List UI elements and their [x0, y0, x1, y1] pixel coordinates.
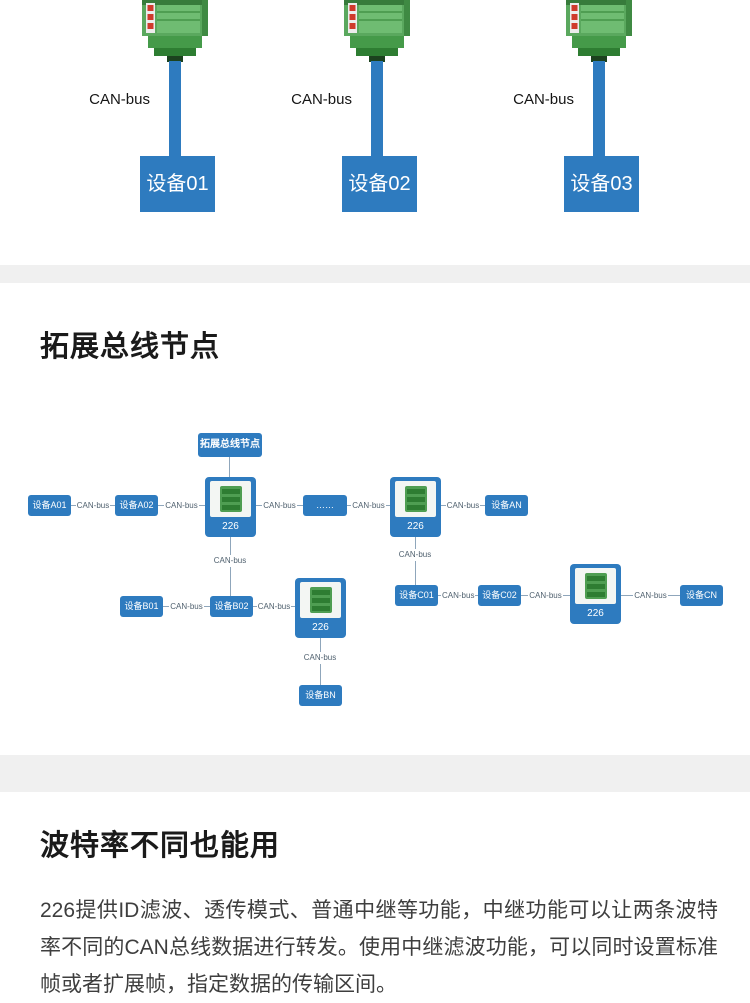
device-box: 设备01: [140, 156, 215, 212]
terminal-block-icon: [584, 573, 607, 599]
device-group-1: CAN-bus 设备01: [89, 0, 220, 212]
device-node: 设备A01: [28, 495, 71, 516]
baudrate-section: 波特率不同也能用 226提供ID滤波、透传模式、普通中继等功能，中继功能可以让两…: [0, 792, 750, 1000]
canbus-link-label: CAN-bus: [263, 500, 296, 510]
can-module-image: [566, 0, 632, 62]
canbus-link-label: CAN-bus: [352, 500, 385, 510]
section-divider: [0, 755, 750, 792]
device-node: 设备C01: [395, 585, 438, 606]
canbus-link-label: CAN-bus: [170, 601, 203, 611]
device-node: 设备A02: [115, 495, 158, 516]
device-box: 设备02: [342, 156, 417, 212]
canbus-label: CAN-bus: [513, 91, 574, 108]
can-module-image: [344, 0, 410, 62]
top-connection-section: CAN-bus 设备01 CAN-bus 设备02: [0, 0, 750, 265]
section-divider: [0, 265, 750, 283]
link-line: [521, 594, 529, 596]
module-label: 226: [407, 521, 424, 532]
canbus-label: CAN-bus: [89, 91, 150, 108]
canbus-link-label: CAN-bus: [442, 590, 475, 600]
device-box: 设备03: [564, 156, 639, 212]
section-paragraph: 226提供ID滤波、透传模式、普通中继等功能，中继功能可以让两条波特率不同的CA…: [40, 899, 718, 996]
bus-line: [229, 457, 230, 477]
canbus-link-label: CAN-bus: [393, 549, 437, 561]
link-line: [667, 594, 681, 596]
bus-line: [371, 61, 383, 156]
canbus-link: CAN-bus: [71, 499, 116, 511]
link-line: [621, 594, 634, 596]
link-line: [253, 605, 257, 607]
terminal-block-icon: [219, 486, 242, 512]
module-label: 226: [222, 521, 239, 532]
can-module-226-node: 226: [295, 578, 346, 638]
device-node: 设备AN: [485, 495, 528, 516]
device-group-2: CAN-bus 设备02: [291, 0, 422, 212]
link-line: [347, 504, 352, 506]
diagram-root-node: 拓展总线节点: [198, 433, 262, 457]
module-photo: [300, 582, 341, 618]
link-line: [291, 605, 296, 607]
link-line: [385, 504, 391, 506]
bus-line: [169, 61, 181, 156]
link-line: [198, 504, 206, 506]
terminal-block-icon: [404, 486, 427, 512]
canbus-link-label: CAN-bus: [76, 500, 110, 510]
device-node: 设备B02: [210, 596, 253, 617]
canbus-link-label: CAN-bus: [529, 590, 562, 600]
canbus-link-label: CAN-bus: [165, 500, 198, 510]
module-label: 226: [312, 622, 329, 633]
section-title: 波特率不同也能用: [40, 830, 281, 862]
link-line: [256, 504, 263, 506]
canbus-link: CAN-bus: [347, 499, 391, 511]
expand-bus-section: 拓展总线节点 拓展总线节点 226: [0, 283, 750, 755]
can-module-image: [142, 0, 208, 62]
link-line: [110, 504, 116, 506]
can-module-226-node: 226: [205, 477, 256, 537]
module-photo: [210, 481, 251, 517]
device-node: 设备CN: [680, 585, 723, 606]
device-node: 设备C02: [478, 585, 521, 606]
bus-line: [415, 537, 416, 585]
link-line: [475, 594, 479, 596]
module-label: 226: [587, 608, 604, 619]
link-line: [158, 504, 165, 506]
canbus-link: CAN-bus: [438, 589, 479, 601]
canbus-link-label: CAN-bus: [208, 555, 252, 567]
link-line: [296, 504, 304, 506]
canbus-label: CAN-bus: [291, 91, 352, 108]
canbus-link-label: CAN-bus: [446, 500, 480, 510]
link-line: [71, 504, 76, 506]
canbus-link: CAN-bus: [621, 589, 681, 601]
can-module-226-node: 226: [390, 477, 441, 537]
canbus-link: CAN-bus: [253, 600, 296, 612]
can-module-226-node: 226: [570, 564, 621, 624]
canbus-link-label: CAN-bus: [634, 590, 667, 600]
link-line: [441, 504, 446, 506]
link-line: [562, 594, 571, 596]
canbus-link: CAN-bus: [521, 589, 571, 601]
canbus-link-label: CAN-bus: [257, 601, 291, 611]
topology-diagram: 拓展总线节点 226: [0, 283, 750, 755]
module-photo: [395, 481, 436, 517]
device-node: 设备B01: [120, 596, 163, 617]
canbus-link: CAN-bus: [441, 499, 486, 511]
terminal-block-icon: [309, 587, 332, 613]
link-line: [203, 605, 211, 607]
link-line: [438, 594, 441, 596]
module-photo: [575, 568, 616, 604]
canbus-link: CAN-bus: [256, 499, 304, 511]
link-line: [163, 605, 170, 607]
link-line: [480, 504, 486, 506]
canbus-link: CAN-bus: [158, 499, 206, 511]
canbus-link: CAN-bus: [163, 600, 211, 612]
canbus-link-label: CAN-bus: [298, 652, 342, 664]
bus-line: [593, 61, 605, 156]
device-node: 设备BN: [299, 685, 342, 706]
ellipsis-node: ……: [303, 495, 347, 516]
device-group-3: CAN-bus 设备03: [513, 0, 644, 212]
section-title: 拓展总线节点: [40, 331, 221, 363]
